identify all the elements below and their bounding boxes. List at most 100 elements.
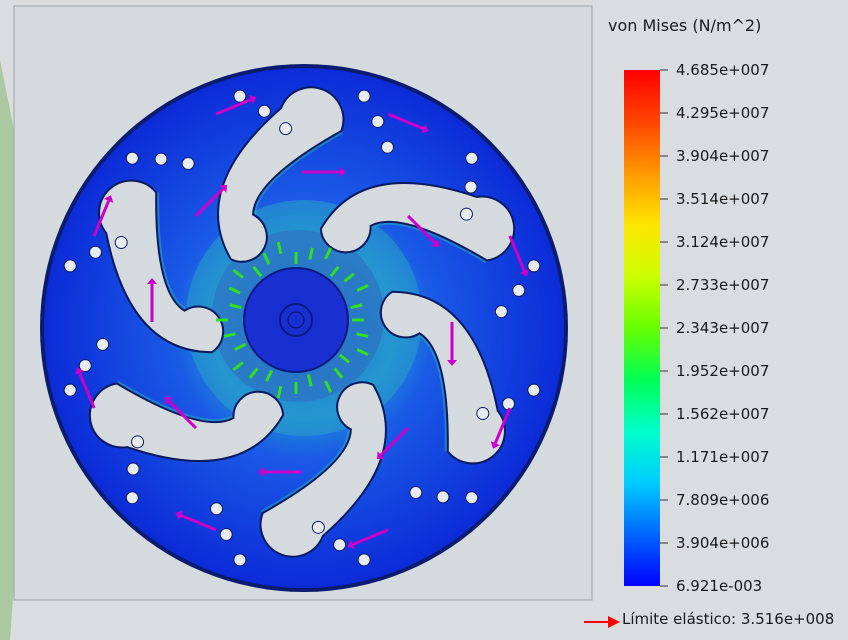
fixture-marker bbox=[228, 286, 241, 295]
load-arrow-head bbox=[431, 239, 440, 248]
colorbar-tick-label: 1.562e+007 bbox=[676, 405, 770, 423]
cooling-slot bbox=[98, 179, 225, 354]
fixture-marker bbox=[343, 272, 355, 283]
colorbar-tick-label: 3.904e+006 bbox=[676, 534, 770, 552]
fixture-marker bbox=[252, 265, 263, 278]
colorbar bbox=[624, 70, 660, 586]
load-arrow-head bbox=[175, 510, 183, 520]
fixture-marker bbox=[276, 385, 283, 399]
fixture-marker bbox=[333, 367, 344, 379]
vent-hole bbox=[476, 407, 490, 421]
load-arrow-head bbox=[74, 367, 85, 375]
vent-hole bbox=[63, 383, 77, 397]
load-arrow-head bbox=[340, 167, 346, 177]
vent-hole bbox=[465, 151, 479, 165]
colorbar-ticks bbox=[660, 69, 668, 587]
vent-hole bbox=[233, 553, 247, 567]
vent-hole bbox=[125, 151, 139, 165]
colorbar-tick-label: 2.733e+007 bbox=[676, 276, 770, 294]
fixture-marker bbox=[265, 369, 274, 382]
vent-hole bbox=[512, 283, 526, 297]
fixture-marker bbox=[306, 374, 313, 387]
fixture-marker bbox=[356, 283, 369, 292]
cooling-slot bbox=[217, 86, 345, 263]
vent-hole bbox=[114, 235, 128, 249]
vent-hole bbox=[78, 359, 92, 373]
load-arrow bbox=[387, 112, 424, 131]
fixture-marker bbox=[262, 252, 271, 265]
vent-hole bbox=[209, 502, 223, 516]
colorbar-tick-label: 1.171e+007 bbox=[676, 448, 770, 466]
load-arrow-head bbox=[490, 441, 500, 449]
fixture-marker bbox=[232, 361, 244, 372]
vent-hole bbox=[464, 180, 478, 194]
vent-hole bbox=[527, 259, 541, 273]
vent-hole bbox=[279, 122, 293, 136]
load-arrow-head bbox=[447, 360, 457, 366]
vent-hole bbox=[371, 114, 385, 128]
cooling-slot bbox=[259, 381, 387, 558]
vent-hole bbox=[131, 435, 145, 449]
cooling-slot bbox=[319, 181, 516, 262]
vent-hole bbox=[527, 383, 541, 397]
cooling-slot bbox=[379, 290, 506, 465]
colorbar-tick-label: 1.952e+007 bbox=[676, 362, 770, 380]
fixture-marker bbox=[308, 247, 314, 260]
load-arrow bbox=[92, 200, 111, 237]
vent-hole bbox=[125, 491, 139, 505]
load-arrow-head bbox=[347, 539, 355, 550]
fixture-marker bbox=[229, 303, 242, 310]
hub bbox=[243, 267, 349, 373]
vent-hole bbox=[63, 259, 77, 273]
vent-hole bbox=[154, 152, 168, 166]
load-arrow-head bbox=[249, 94, 257, 105]
brake-disc bbox=[40, 64, 568, 592]
load-arrow-head bbox=[164, 396, 173, 405]
vent-hole bbox=[311, 520, 325, 534]
vent-hole bbox=[465, 491, 479, 505]
fixture-marker bbox=[356, 348, 369, 357]
load-arrow-head bbox=[219, 184, 228, 193]
fixture-marker bbox=[234, 342, 247, 351]
cooling-slots bbox=[88, 86, 516, 558]
load-arrow bbox=[180, 513, 217, 532]
colorbar-tick-label: 2.343e+007 bbox=[676, 319, 770, 337]
vent-hole bbox=[381, 140, 395, 154]
load-arrow bbox=[493, 407, 512, 444]
load-arrow-head bbox=[147, 278, 157, 284]
hub-center bbox=[279, 303, 313, 337]
load-arrow-head bbox=[421, 124, 429, 134]
vent-hole bbox=[257, 104, 271, 118]
vent-hole bbox=[333, 538, 347, 552]
vent-hole bbox=[357, 553, 371, 567]
vent-hole bbox=[181, 157, 195, 171]
vent-hole bbox=[409, 485, 423, 499]
vent-hole bbox=[494, 305, 508, 319]
load-arrows bbox=[74, 94, 530, 550]
fixture-marker bbox=[248, 367, 259, 379]
fixture-marker bbox=[350, 303, 363, 310]
fixture-marker bbox=[338, 353, 351, 364]
colorbar-title: von Mises (N/m^2) bbox=[608, 16, 762, 35]
load-arrow bbox=[352, 528, 389, 546]
vent-hole bbox=[96, 337, 110, 351]
colorbar-tick-label: 6.921e-003 bbox=[676, 577, 763, 595]
colorbar-tick-label: 7.809e+006 bbox=[676, 491, 770, 509]
yield-strength-label: Límite elástico: 3.516e+008 bbox=[622, 610, 835, 628]
load-arrow-head bbox=[104, 195, 114, 203]
vent-hole bbox=[459, 207, 473, 221]
colorbar-tick-label: 3.514e+007 bbox=[676, 190, 770, 208]
vent-holes bbox=[63, 89, 541, 567]
fixture-marker bbox=[232, 268, 244, 279]
vent-hole bbox=[436, 490, 450, 504]
load-arrow bbox=[508, 235, 526, 272]
yield-marker-arrow bbox=[584, 616, 620, 628]
colorbar-tick-label: 3.904e+007 bbox=[676, 147, 770, 165]
load-arrow-head bbox=[376, 451, 385, 460]
vent-hole bbox=[219, 528, 233, 542]
fixture-marker bbox=[276, 241, 283, 255]
load-arrow bbox=[215, 98, 252, 116]
fixture-marker bbox=[356, 332, 369, 338]
fixture-marker bbox=[329, 265, 340, 278]
